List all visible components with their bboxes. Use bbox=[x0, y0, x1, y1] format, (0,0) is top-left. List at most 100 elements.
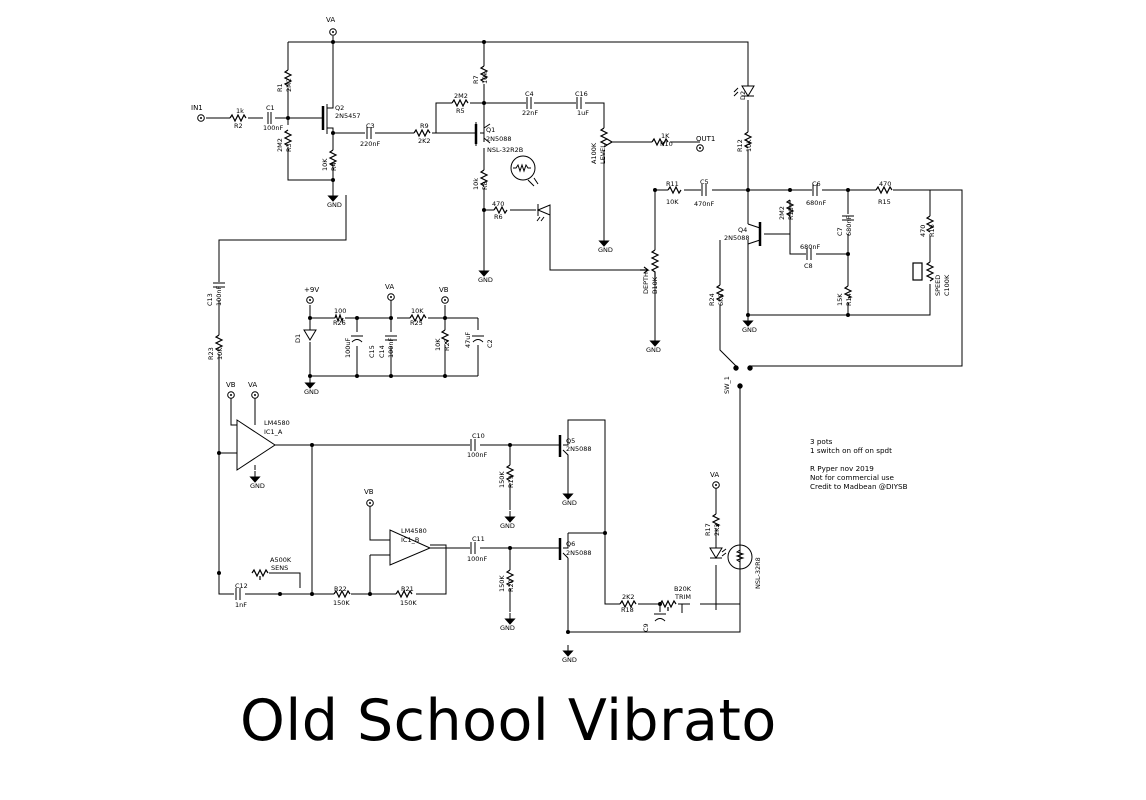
svg-text:R11: R11 bbox=[666, 180, 679, 188]
net-gnd-3: GND bbox=[598, 246, 613, 254]
rail-VB-opA bbox=[227, 391, 235, 399]
svg-text:R10: R10 bbox=[660, 140, 673, 148]
net-IN1: IN1 bbox=[191, 104, 203, 112]
svg-text:NSL-32R8: NSL-32R8 bbox=[754, 557, 762, 589]
svg-text:SW_1: SW_1 bbox=[723, 376, 731, 394]
led-D3 bbox=[536, 204, 551, 216]
net-gnd-8: GND bbox=[500, 522, 515, 530]
net-gnd-2: GND bbox=[478, 276, 493, 284]
cap-C15 bbox=[351, 335, 363, 343]
svg-text:2N5457: 2N5457 bbox=[335, 112, 361, 120]
svg-text:Q5: Q5 bbox=[566, 437, 575, 445]
cap-C9 bbox=[654, 613, 666, 622]
svg-text:150K: 150K bbox=[498, 471, 506, 488]
svg-text:470: 470 bbox=[879, 180, 891, 188]
svg-text:R26: R26 bbox=[333, 319, 346, 327]
svg-text:Q1: Q1 bbox=[486, 126, 495, 134]
resistor-R26 bbox=[334, 313, 344, 323]
svg-text:LM4580: LM4580 bbox=[264, 419, 290, 427]
svg-text:10k: 10k bbox=[481, 72, 489, 84]
gnd-level bbox=[599, 234, 609, 247]
svg-text:R14: R14 bbox=[845, 293, 853, 306]
resistor-R1 bbox=[283, 69, 293, 87]
svg-text:R7: R7 bbox=[472, 75, 480, 84]
gnd-Q1 bbox=[479, 264, 489, 277]
net-VA-opA: VA bbox=[248, 381, 257, 389]
net-gnd-6: GND bbox=[304, 388, 319, 396]
net-VA-top: VA bbox=[326, 16, 335, 24]
svg-text:LEVEL: LEVEL bbox=[599, 144, 607, 164]
resistor-R25 bbox=[409, 313, 427, 323]
net-VA-supply: VA bbox=[385, 283, 394, 291]
resistor-R27 bbox=[440, 329, 450, 344]
svg-text:470nF: 470nF bbox=[694, 200, 715, 208]
svg-text:2K2: 2K2 bbox=[622, 593, 635, 601]
rail-VA-supply bbox=[387, 293, 395, 301]
cap-C5 bbox=[701, 184, 707, 196]
svg-text:10k: 10k bbox=[472, 178, 480, 190]
gnd-R19 bbox=[505, 510, 515, 523]
svg-text:D1: D1 bbox=[294, 334, 302, 343]
svg-text:2M2: 2M2 bbox=[285, 78, 293, 92]
gnd-lfo bbox=[743, 314, 753, 327]
svg-text:22nF: 22nF bbox=[522, 109, 538, 117]
svg-text:6K8: 6K8 bbox=[717, 293, 725, 306]
net-gnd-9: GND bbox=[562, 499, 577, 507]
svg-text:R25: R25 bbox=[410, 319, 423, 327]
svg-text:100nF: 100nF bbox=[387, 337, 395, 358]
resistor-R13 bbox=[785, 199, 795, 217]
net-VA-ldr: VA bbox=[710, 471, 719, 479]
ldr-LDR1 bbox=[510, 155, 536, 181]
svg-text:Q4: Q4 bbox=[738, 226, 747, 234]
cap-C3 bbox=[366, 127, 372, 139]
net-gnd-4: GND bbox=[646, 346, 661, 354]
svg-text:100nF: 100nF bbox=[215, 285, 223, 306]
svg-text:680nF: 680nF bbox=[845, 215, 853, 236]
capacitors bbox=[213, 97, 854, 622]
svg-text:150K: 150K bbox=[498, 575, 506, 592]
svg-text:R2: R2 bbox=[234, 122, 243, 130]
svg-text:R6: R6 bbox=[494, 213, 503, 221]
cap-C8 bbox=[806, 248, 812, 260]
resistor-R3 bbox=[283, 129, 293, 147]
net-gnd-1: GND bbox=[327, 201, 342, 209]
svg-text:R17: R17 bbox=[704, 523, 712, 536]
svg-text:C6: C6 bbox=[812, 180, 821, 188]
svg-text:R24: R24 bbox=[708, 293, 716, 306]
svg-text:C12: C12 bbox=[235, 582, 248, 590]
svg-text:R16: R16 bbox=[928, 224, 936, 237]
cap-C7 bbox=[842, 215, 854, 221]
svg-text:10K: 10K bbox=[745, 139, 753, 152]
svg-text:C11: C11 bbox=[472, 535, 485, 543]
net-gnd-10: GND bbox=[500, 624, 515, 632]
note-line: Not for commercial use bbox=[810, 473, 894, 482]
diode-D1 bbox=[303, 329, 317, 341]
resistor-R21 bbox=[395, 589, 413, 599]
resistor-R2 bbox=[229, 113, 247, 123]
svg-text:150K: 150K bbox=[400, 599, 417, 607]
svg-text:100uF: 100uF bbox=[344, 337, 352, 358]
svg-text:C1: C1 bbox=[266, 104, 275, 112]
svg-text:SENS: SENS bbox=[271, 564, 288, 572]
svg-text:2M2: 2M2 bbox=[778, 206, 786, 220]
svg-text:R9: R9 bbox=[420, 122, 429, 130]
svg-text:R22: R22 bbox=[334, 585, 347, 593]
svg-text:1K: 1K bbox=[661, 132, 670, 140]
svg-text:Q6: Q6 bbox=[566, 540, 575, 548]
rail-9V bbox=[306, 296, 314, 304]
svg-text:680nF: 680nF bbox=[806, 199, 827, 207]
terminal-OUT1 bbox=[696, 144, 704, 152]
switch-common bbox=[737, 383, 743, 389]
gnd-depth bbox=[650, 334, 660, 347]
diode-D2 bbox=[741, 85, 755, 97]
note-line: 1 switch on off on spdt bbox=[810, 446, 892, 455]
svg-text:2N5088: 2N5088 bbox=[724, 234, 750, 242]
cap-C14 bbox=[385, 335, 397, 341]
svg-text:10K: 10K bbox=[321, 158, 329, 171]
gnd-supply bbox=[305, 376, 315, 389]
svg-text:R21: R21 bbox=[401, 585, 414, 593]
resistor-R19 bbox=[505, 464, 515, 482]
junctions bbox=[217, 40, 850, 634]
resistor-R11 bbox=[667, 185, 682, 195]
rail-VA-top bbox=[329, 28, 337, 36]
